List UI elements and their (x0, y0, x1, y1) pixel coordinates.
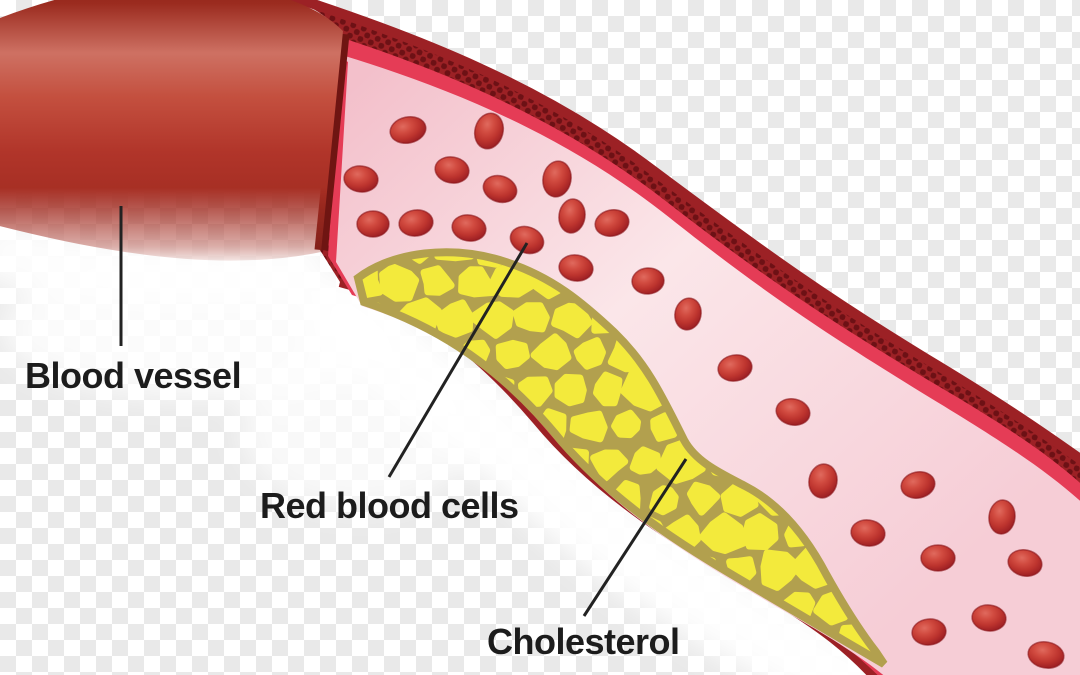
plaque-stone (512, 302, 550, 333)
red-blood-cell (1007, 549, 1043, 577)
plaque-stone (382, 547, 417, 596)
vessel-exterior (0, 0, 343, 261)
plaque-stone (412, 623, 456, 663)
red-blood-cell (558, 254, 594, 282)
plaque-stone (593, 371, 623, 407)
red-blood-cell (920, 544, 956, 572)
plaque-stone (569, 410, 608, 443)
plaque-stone (420, 265, 455, 296)
vessel-lumen (332, 52, 1080, 675)
plaque-stone (687, 481, 721, 516)
wall-outer-rim-top (285, 0, 1080, 466)
red-blood-cell (850, 519, 886, 547)
red-blood-cell (971, 604, 1007, 632)
plaque-stone (420, 554, 451, 588)
red-blood-cell (398, 209, 434, 237)
plaque-stone (629, 446, 662, 475)
plaque-stone (554, 373, 587, 407)
label-cholesterol: Cholesterol (487, 621, 680, 662)
plaque-stone (535, 555, 567, 584)
plaque-stone (573, 337, 606, 370)
plaque-stone (878, 267, 884, 297)
plaque-stone (434, 299, 474, 338)
plaque-stone (499, 556, 531, 585)
red-blood-cell (482, 174, 518, 204)
red-blood-cell (356, 210, 390, 238)
plaque-stone (474, 591, 515, 621)
plaque-stone (458, 266, 497, 298)
leader-lines (119, 206, 688, 617)
red-blood-cell (1027, 641, 1065, 669)
plaque-stone (853, 252, 884, 267)
plaque-rim (353, 248, 888, 668)
plaque-stone (400, 591, 436, 621)
plaque-stone (379, 263, 420, 302)
leader-line-cholesterol (582, 458, 688, 617)
plaque-stone (778, 252, 820, 266)
red-blood-cell (558, 198, 586, 234)
plaque-stone (590, 449, 629, 482)
plaque-stone (358, 521, 360, 548)
red-blood-cell (389, 115, 427, 145)
label-red-blood-cells: Red blood cells (260, 485, 519, 526)
red-blood-cell (988, 499, 1016, 535)
red-blood-cell (674, 297, 702, 331)
leader-line-red-blood-cells (387, 242, 529, 478)
soft-shadow-glow (0, 219, 906, 675)
plaque-stone (495, 339, 530, 369)
plaque-stone (611, 409, 641, 439)
red-blood-cell (542, 160, 572, 198)
plaque-stone (377, 622, 419, 659)
plaque-stone (450, 619, 495, 663)
red-blood-cell (808, 463, 838, 499)
plaque-stone (819, 252, 853, 263)
red-blood-cell (775, 398, 811, 426)
red-blood-cell (343, 165, 379, 193)
plaque-stone (456, 547, 495, 591)
red-blood-cell (434, 156, 470, 184)
plaque-stone (361, 584, 399, 626)
plaque-stone (551, 302, 593, 339)
red-blood-cell (631, 267, 665, 295)
plaque-stone (836, 263, 877, 300)
plaque-stone (699, 512, 747, 554)
plaque-stone (434, 586, 476, 628)
plaque-stone (742, 513, 779, 551)
plaque-stone (358, 546, 382, 591)
plaque-stone (358, 623, 387, 664)
red-blood-cell (451, 214, 487, 242)
plaque-stone (530, 333, 572, 371)
red-blood-cell (900, 471, 936, 499)
red-blood-cell (594, 209, 630, 237)
red-blood-cells-group (343, 112, 1065, 669)
red-blood-cell (717, 354, 753, 382)
label-blood-vessel: Blood vessel (25, 355, 242, 396)
plaque-stone (438, 521, 473, 546)
red-blood-cell (911, 618, 947, 646)
plaque-stone (553, 588, 587, 623)
red-blood-cell (473, 112, 505, 150)
plaque-stone (358, 588, 361, 624)
plaque-stone (760, 549, 802, 591)
plaque-stone (512, 586, 550, 627)
